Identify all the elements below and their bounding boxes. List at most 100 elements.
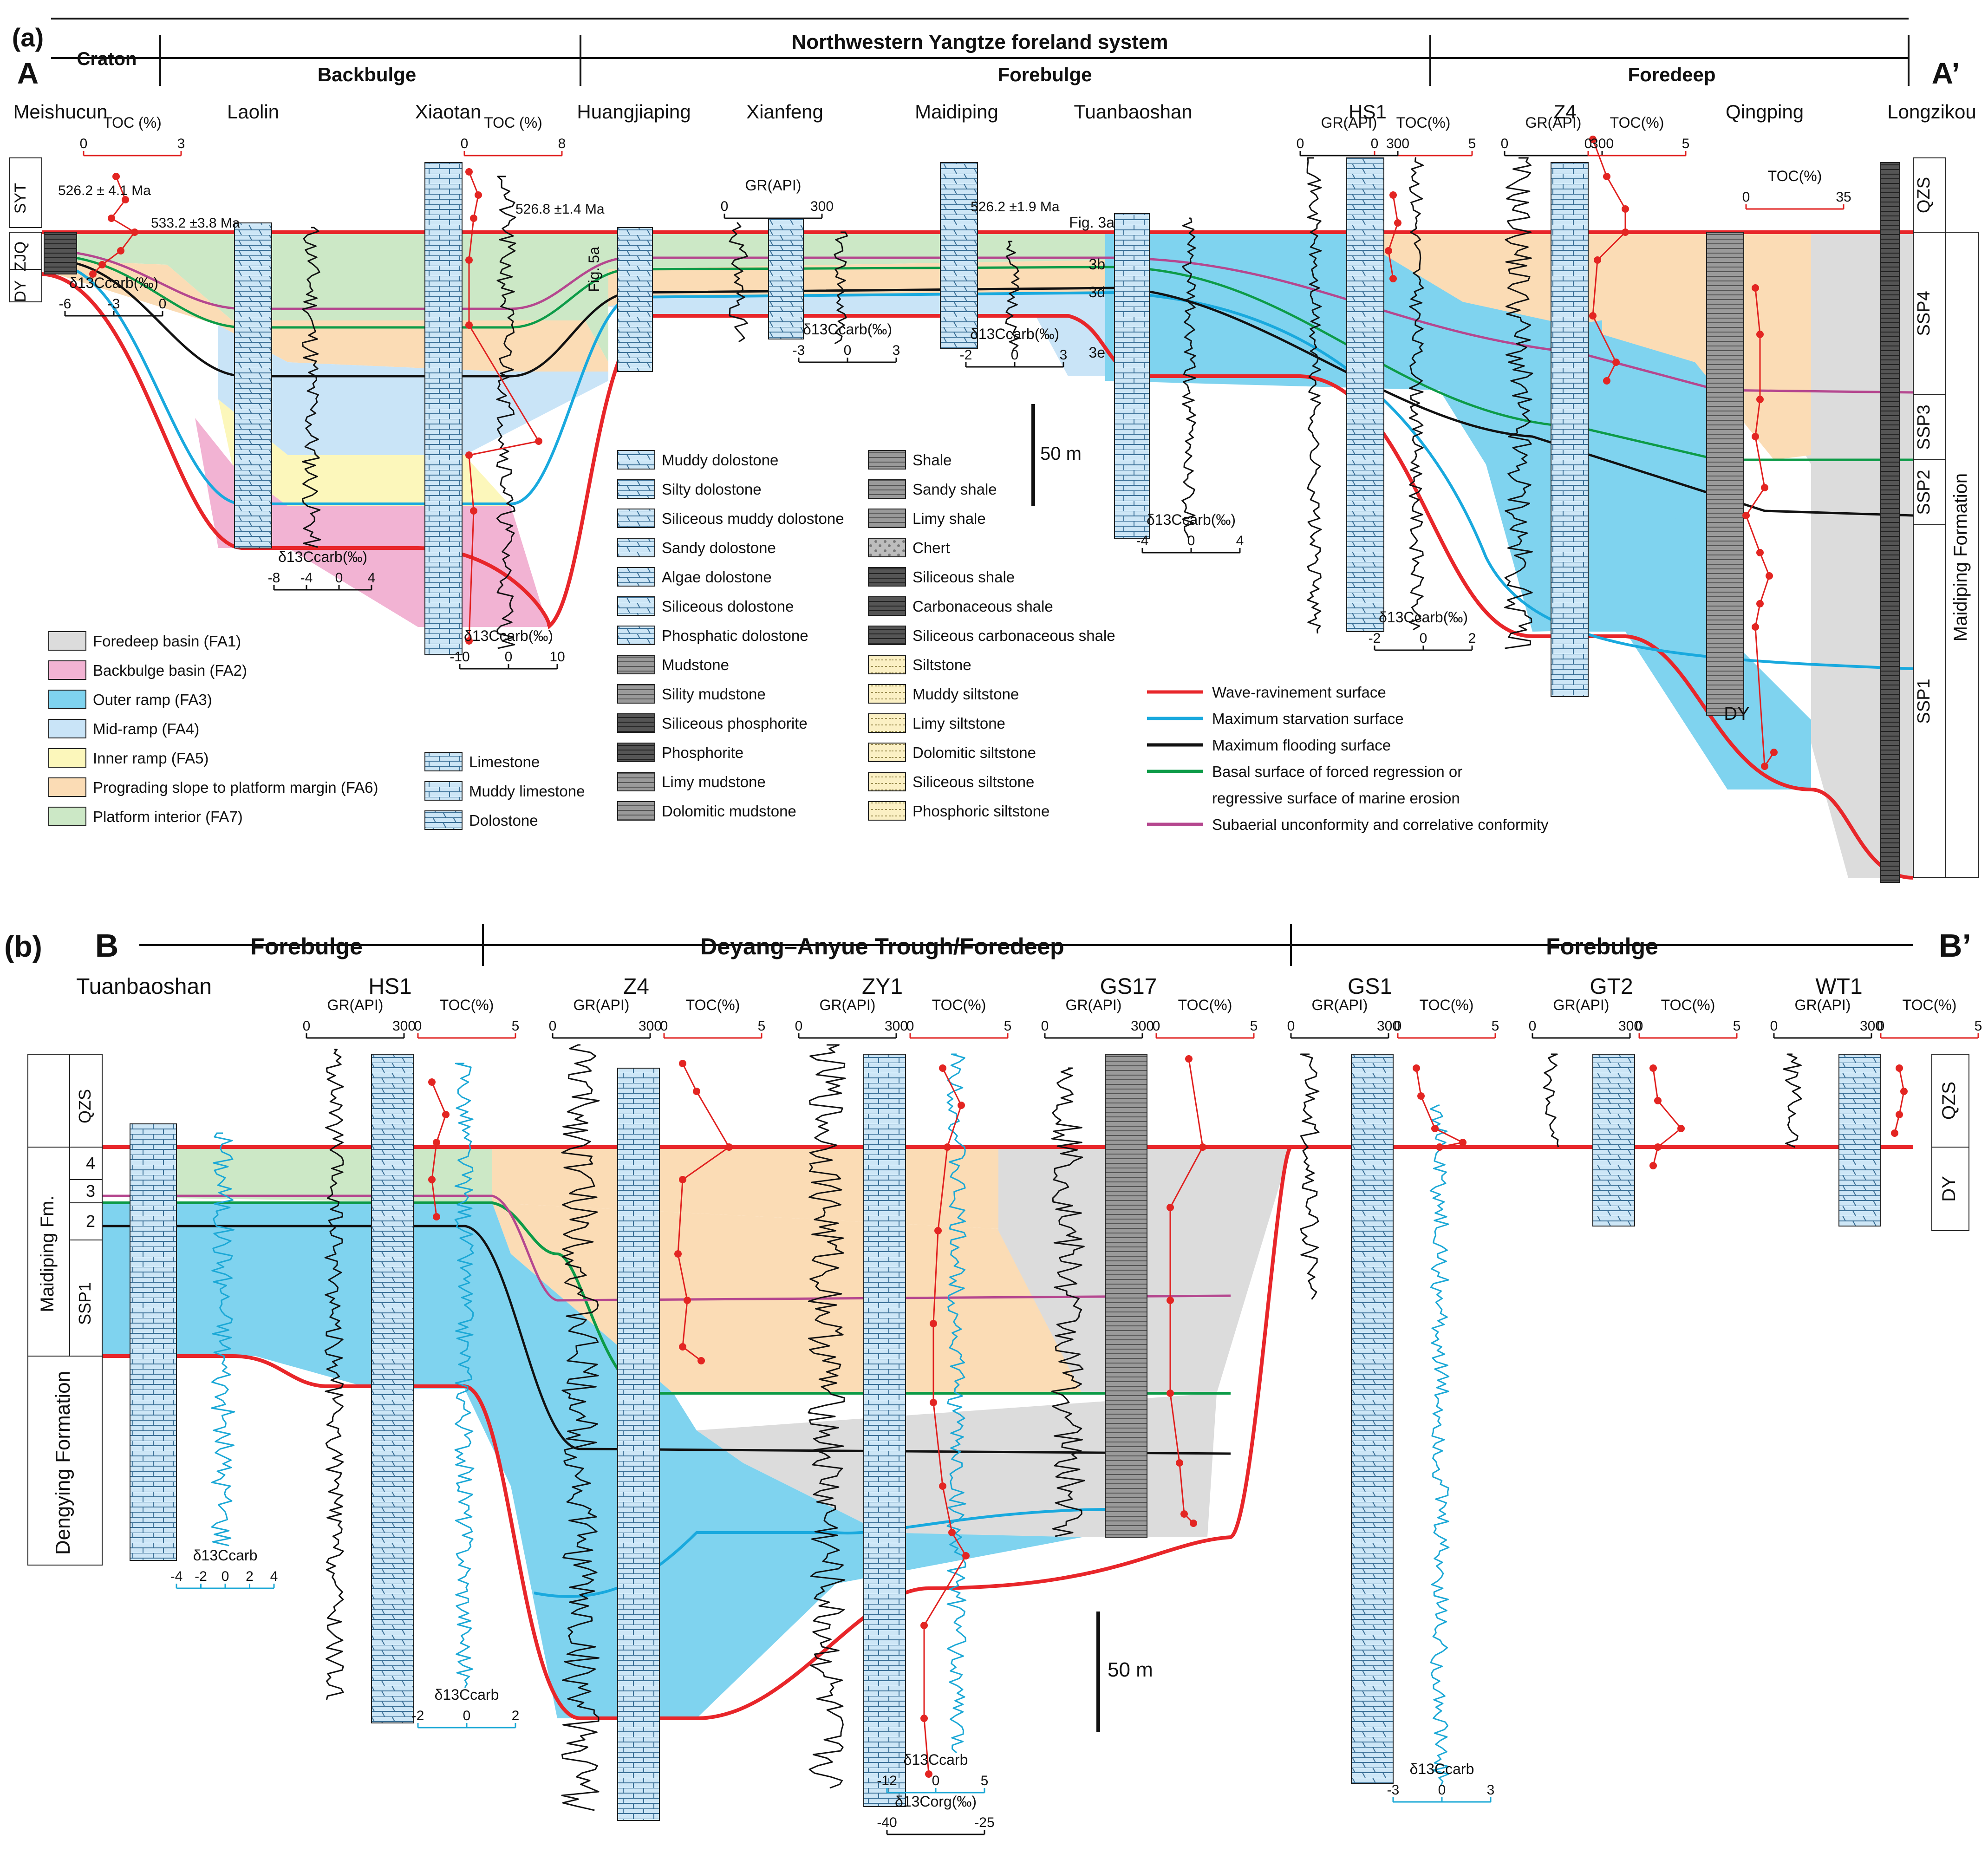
- meishucun-d13c-axis-tick-label: -6: [59, 296, 72, 312]
- b-zy1-toc-dot: [948, 1529, 956, 1536]
- b-wt1-toc-dot: [1891, 1129, 1898, 1137]
- fig-ref: Fig. 3a: [1069, 214, 1115, 231]
- b-hs1-toc-dot: [433, 1213, 440, 1220]
- b-gr-axis-tick-label: 0: [303, 1018, 311, 1034]
- b-tuan-d13c-axis-tick-label: 0: [222, 1569, 229, 1584]
- left-unit-box: [9, 269, 42, 302]
- b-zone-foredeep: Deyang–Anyue Trough/Foredeep: [700, 933, 1064, 959]
- section-name-a: Xianfeng: [746, 101, 823, 123]
- b-gs17-toc-dot: [1190, 1520, 1197, 1527]
- basal-forced-regression-surface: [55, 254, 1913, 461]
- qingping-toc-dot: [1742, 512, 1750, 519]
- b-gt2-toc-dot: [1649, 1064, 1657, 1072]
- b-hs1-d13c-axis-title: δ13Ccarb: [435, 1686, 499, 1703]
- meishucun-toc-dot: [117, 247, 124, 254]
- facies-legend-label: Prograding slope to platform margin (FA6…: [93, 779, 378, 796]
- qingping-toc-dot: [1752, 623, 1759, 631]
- b-gs17-toc-dot: [1180, 1510, 1188, 1518]
- section-name-a: Tuanbaoshan: [1074, 101, 1192, 123]
- b-gs1-toc-line: [1415, 1068, 1464, 1148]
- z4-gr-axis-title: GR(API): [1525, 114, 1582, 131]
- b-wt1-toc-dot: [1896, 1111, 1903, 1118]
- hs1-d13c-axis-tick-label: -2: [1369, 631, 1381, 646]
- lithology-swatch: [617, 450, 655, 470]
- b-zy1-toc-dot: [930, 1399, 937, 1406]
- age-label: 526.8 ±1.4 Ma: [515, 202, 605, 217]
- lithology-legend-label: Siltstone: [913, 656, 971, 673]
- meishucun-toc-dot: [131, 228, 138, 236]
- huangjiaping-column: [617, 227, 653, 372]
- lithology-legend-label: Shale: [913, 451, 952, 469]
- z4-toc-dot: [1603, 173, 1610, 180]
- b-zy1-d13corg-axis-tick-label: -25: [974, 1815, 994, 1830]
- laolin-column: [234, 222, 272, 548]
- b-hs1-column: [371, 1054, 414, 1723]
- qingping-toc-dot: [1756, 331, 1764, 338]
- b-gs1-column: [1351, 1054, 1394, 1784]
- b-z4-toc-dot: [684, 1297, 691, 1304]
- lithology-legend-label: Limy mudstone: [662, 773, 766, 790]
- right-unit-label: SSP2: [1914, 470, 1934, 515]
- qingping-toc-axis-tick-label: 35: [1836, 189, 1851, 205]
- forebulge-platform-interior: [608, 232, 1105, 269]
- surface-legend-label: Subaerial unconformity and correlative c…: [1212, 816, 1549, 833]
- b-toc-axis-title: TOC(%): [1178, 997, 1232, 1013]
- lithology-swatch: [868, 713, 906, 733]
- b-zy1-toc-dot: [944, 1143, 951, 1151]
- b-gs1-toc-dot: [1459, 1139, 1467, 1146]
- b-gs17-toc-dot: [1176, 1459, 1183, 1467]
- b-gs1-toc-dot: [1417, 1092, 1425, 1100]
- qingping-toc-dot: [1770, 749, 1778, 756]
- xianfeng-d13c-axis-title: δ13Ccarb(‰): [803, 321, 892, 338]
- lithology-swatch: [617, 772, 655, 791]
- forebulge-mid-ramp: [608, 293, 1105, 376]
- xiaotan-toc-dot: [535, 437, 542, 445]
- xianfeng-gr-axis-title: GR(API): [745, 177, 802, 194]
- meishucun-toc-dot: [122, 196, 129, 203]
- lithology-swatch: [617, 655, 655, 674]
- lithology-swatch: [868, 743, 906, 762]
- section-name-b: GT2: [1590, 974, 1633, 999]
- z4-toc-line: [1592, 139, 1626, 381]
- lithology-legend-label: Sility mudstone: [662, 685, 766, 703]
- lithology-swatch: [617, 479, 655, 499]
- lithology-legend-label: Dolomitic siltstone: [913, 744, 1036, 761]
- hs1-gr-axis-tick-label: 0: [1297, 136, 1304, 151]
- b-gs17-toc-line: [1169, 1058, 1204, 1524]
- b-hs1-toc-dot: [433, 1139, 440, 1146]
- lithology-swatch: [617, 801, 655, 821]
- b-gs17-column: [1105, 1054, 1147, 1538]
- zone-foredeep: Foredeep: [1628, 64, 1715, 85]
- maidiping-d13c-axis-tick-label: -2: [960, 347, 972, 363]
- qingping-toc-dot: [1752, 284, 1759, 292]
- tuanbaoshan-column: [1114, 213, 1150, 539]
- b-gr-axis-tick-label: 300: [1377, 1018, 1400, 1034]
- b-gr-axis-tick-label: 300: [1131, 1018, 1154, 1034]
- b-gr-axis-title: GR(API): [1066, 997, 1122, 1013]
- b-z4-gr: [561, 1044, 600, 1811]
- xiaotan-column: [424, 162, 463, 655]
- b-tuan-d13c-axis-tick-label: 4: [270, 1569, 278, 1584]
- lithology-swatch: [868, 509, 906, 528]
- b-toc-axis-tick-label: 5: [512, 1018, 520, 1034]
- platform-interior-band: [56, 232, 608, 362]
- b-toc-axis-title: TOC(%): [440, 997, 494, 1013]
- b-zone-forebulge: Forebulge: [250, 933, 363, 959]
- b-zy1-toc-dot: [939, 1482, 946, 1490]
- xiaotan-toc-dot: [465, 256, 473, 264]
- b-hs1-toc-dot: [428, 1176, 436, 1183]
- b-gt2-column: [1592, 1054, 1635, 1227]
- b-gs1-d13c-axis-tick-label: 0: [1438, 1782, 1446, 1798]
- age-label: 533.2 ±3.8 Ma: [151, 215, 240, 231]
- xiaotan-toc-dot: [465, 321, 473, 329]
- b-gr-axis-tick-label: 0: [1529, 1018, 1537, 1034]
- b-gt2-toc-line: [1652, 1068, 1682, 1166]
- lithology-legend-label: Phosphatic dolostone: [662, 627, 808, 644]
- b-hs1-d13c-axis-tick-label: 0: [463, 1708, 471, 1723]
- section-name-a: Laolin: [227, 101, 279, 123]
- b-gr-axis-tick-label: 300: [639, 1018, 662, 1034]
- z4-toc-axis-title: TOC(%): [1610, 114, 1664, 131]
- meishucun-toc-dot: [98, 261, 106, 268]
- xianfeng-d13c-axis-tick-label: 3: [893, 343, 900, 358]
- section-start-b: B: [95, 927, 119, 964]
